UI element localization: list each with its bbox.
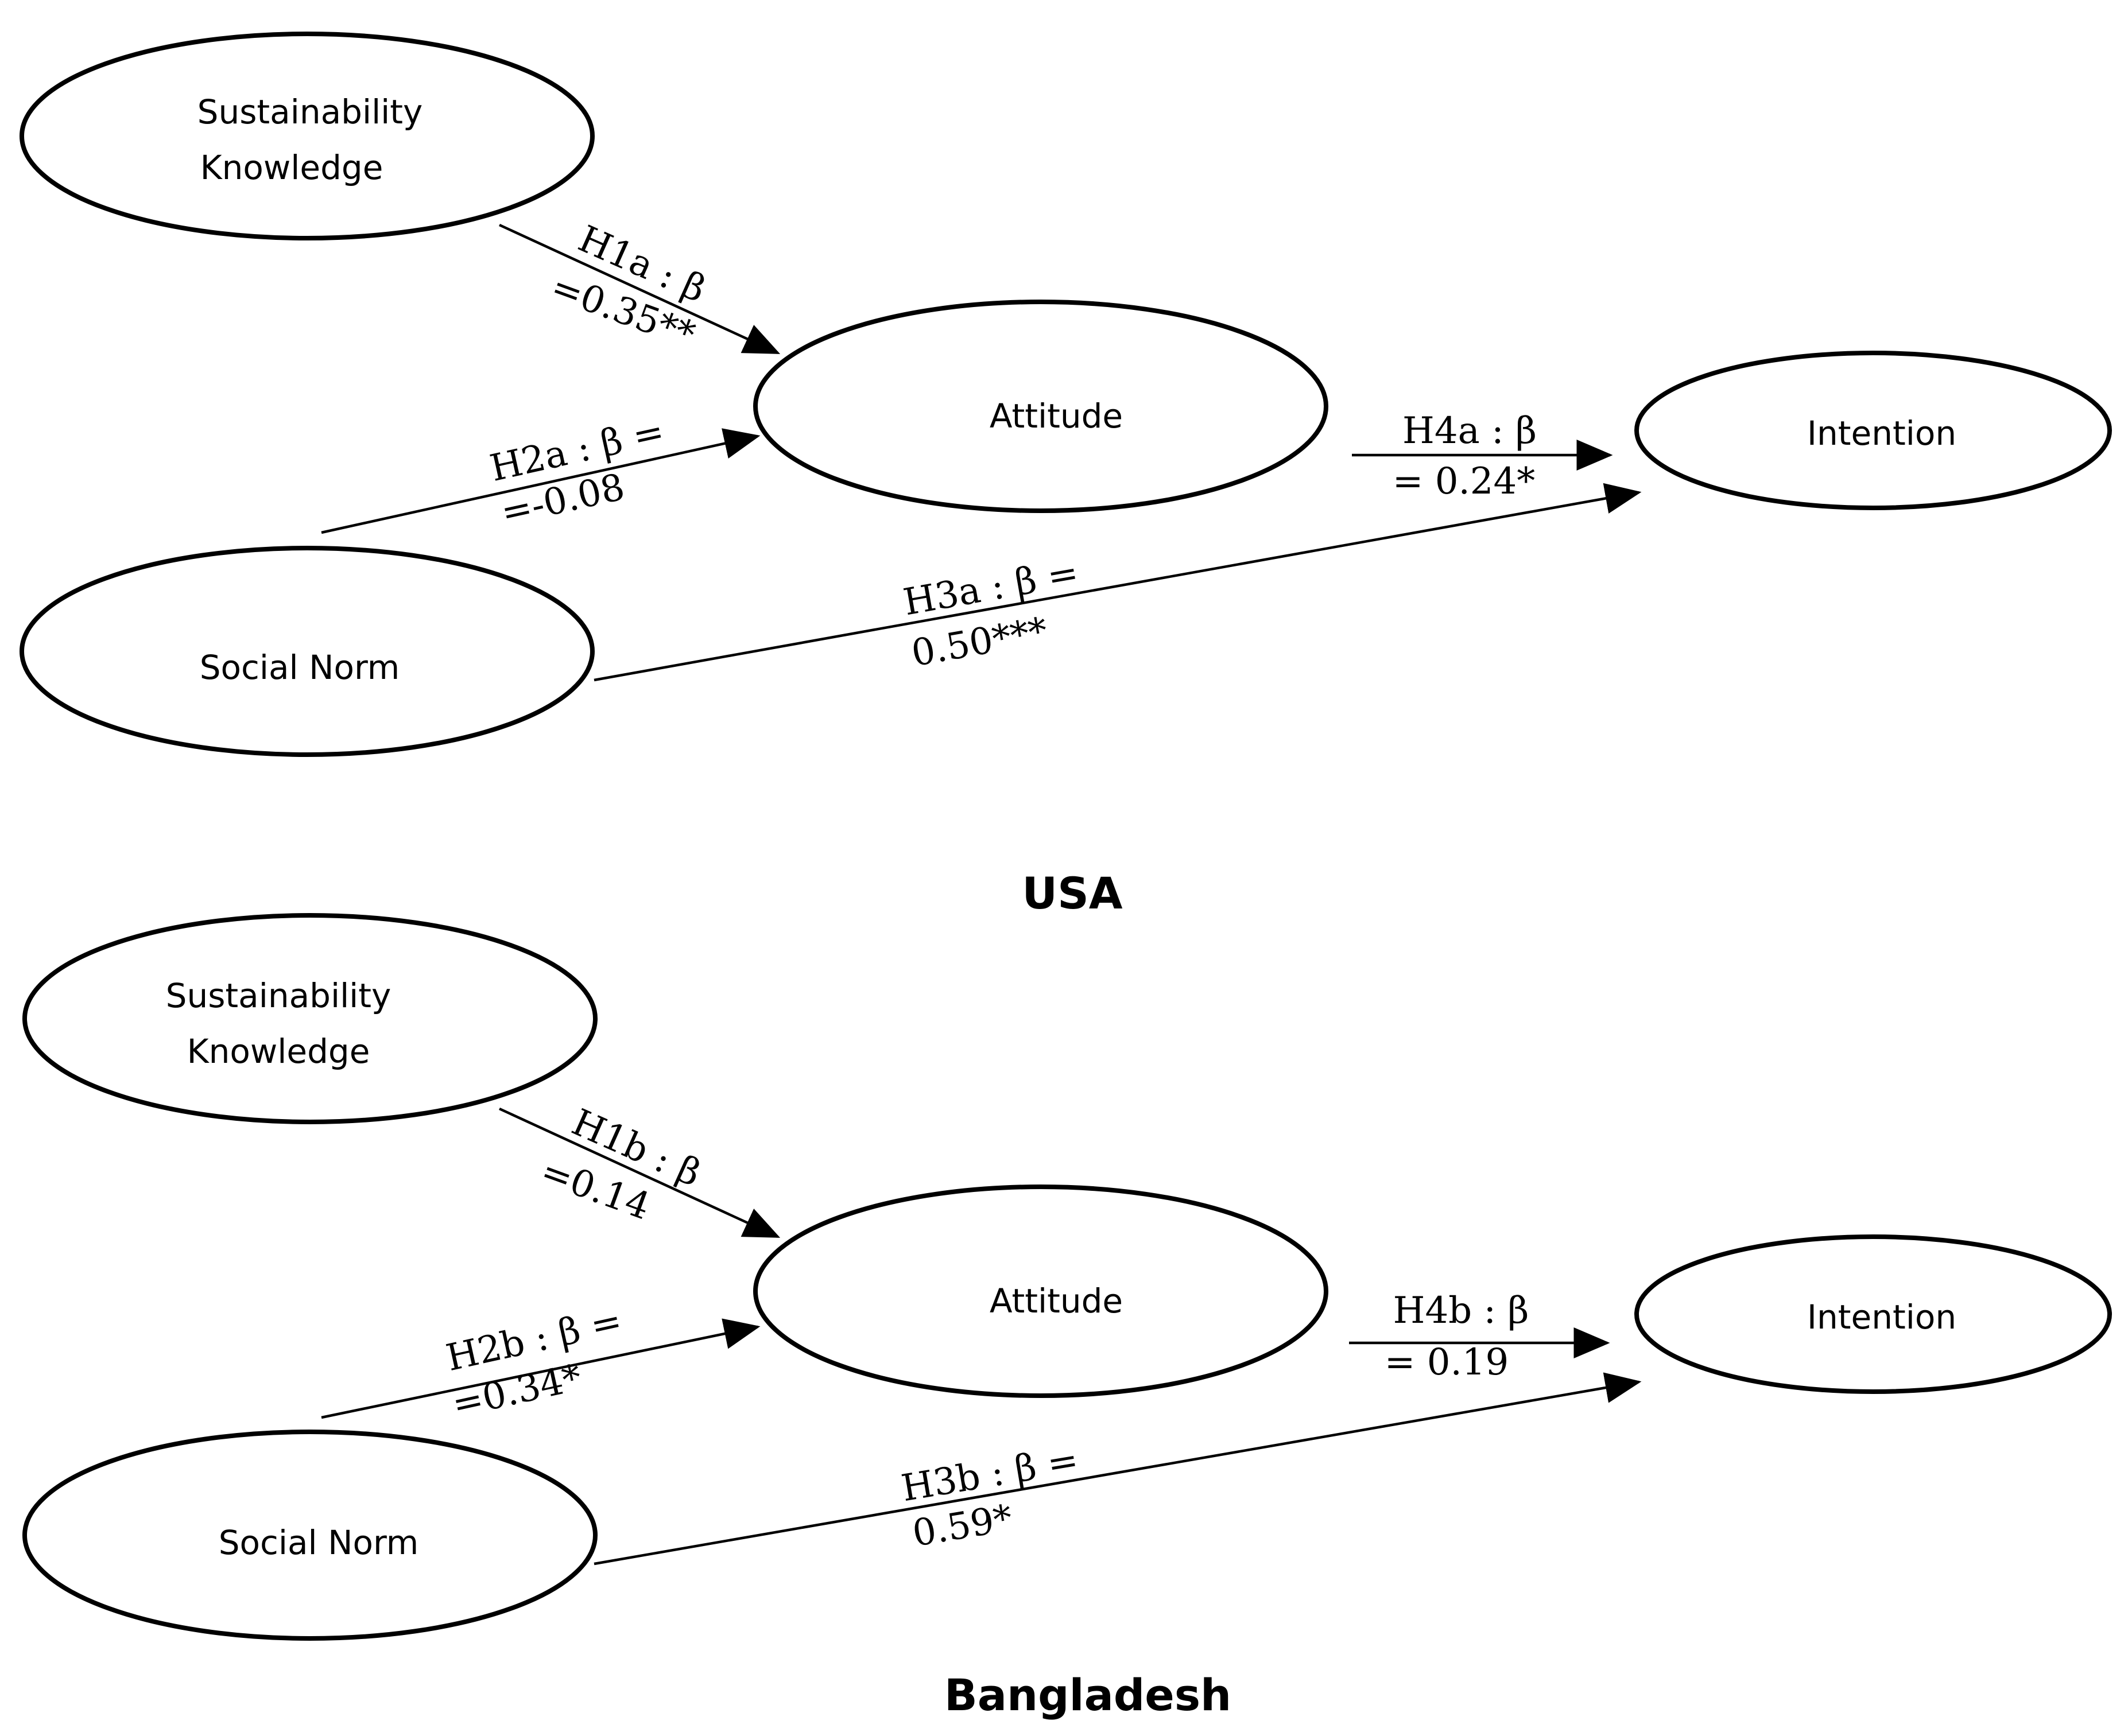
node-label: Attitude (990, 1281, 1123, 1321)
edge-h1b-arrow (499, 1107, 781, 1238)
edge-label-h1a: H1a : β =0.35** (545, 218, 712, 356)
node-label: Intention (1807, 414, 1956, 453)
node-social-norm: Social Norm (22, 1430, 598, 1641)
edge-label-line1: H3a : β = (900, 552, 1082, 624)
node-attitude: Attitude (753, 1184, 1328, 1398)
panel-caption: USA (1022, 868, 1122, 919)
edge-h1a-arrow (499, 223, 781, 355)
panel-usa: Sustainability Knowledge Attitude Intent… (20, 32, 2112, 919)
node-sustainability-knowledge: Sustainability Knowledge (20, 32, 595, 240)
edge-label-line1: H4b : β (1393, 1290, 1529, 1332)
node-label: Social Norm (219, 1523, 419, 1562)
edge-label-h2b: H2b : β = =0.34* (443, 1300, 626, 1427)
edge-label-h4a: H4a : β = 0.24* (1393, 410, 1537, 503)
node-label: Social Norm (200, 648, 400, 687)
panel-caption: Bangladesh (944, 1669, 1231, 1721)
edge-label-h3a: H3a : β = 0.50*** (900, 552, 1082, 675)
node-label-line1: Sustainability (197, 92, 423, 131)
edge-label-h2a: H2a : β = =-0.08 (486, 410, 668, 534)
edge-label-line2: = 0.19 (1385, 1341, 1509, 1384)
node-label-line2: Knowledge (187, 1032, 370, 1071)
edge-h3a-arrow (594, 483, 1642, 682)
edge-h2a-arrow (321, 428, 761, 534)
panel-bangladesh: Sustainability Knowledge Attitude Intent… (22, 913, 2112, 1721)
node-sustainability-knowledge: Sustainability Knowledge (22, 913, 598, 1124)
node-social-norm: Social Norm (20, 546, 595, 757)
node-attitude: Attitude (753, 300, 1328, 513)
node-label-line1: Sustainability (166, 976, 392, 1015)
node-intention: Intention (1634, 1234, 2112, 1394)
edge-label-h3b: H3b : β = 0.59* (898, 1439, 1082, 1555)
edge-h2b-arrow (321, 1318, 761, 1419)
edge-h3b-arrow (594, 1372, 1642, 1566)
node-intention: Intention (1634, 351, 2112, 510)
node-label: Attitude (990, 397, 1123, 436)
node-label: Intention (1807, 1298, 1956, 1337)
edge-label-h4b: H4b : β = 0.19 (1385, 1290, 1529, 1384)
node-label-line2: Knowledge (200, 148, 383, 187)
edge-label-line1: H4a : β (1402, 410, 1537, 452)
edge-label-line2: = 0.24* (1393, 460, 1535, 503)
